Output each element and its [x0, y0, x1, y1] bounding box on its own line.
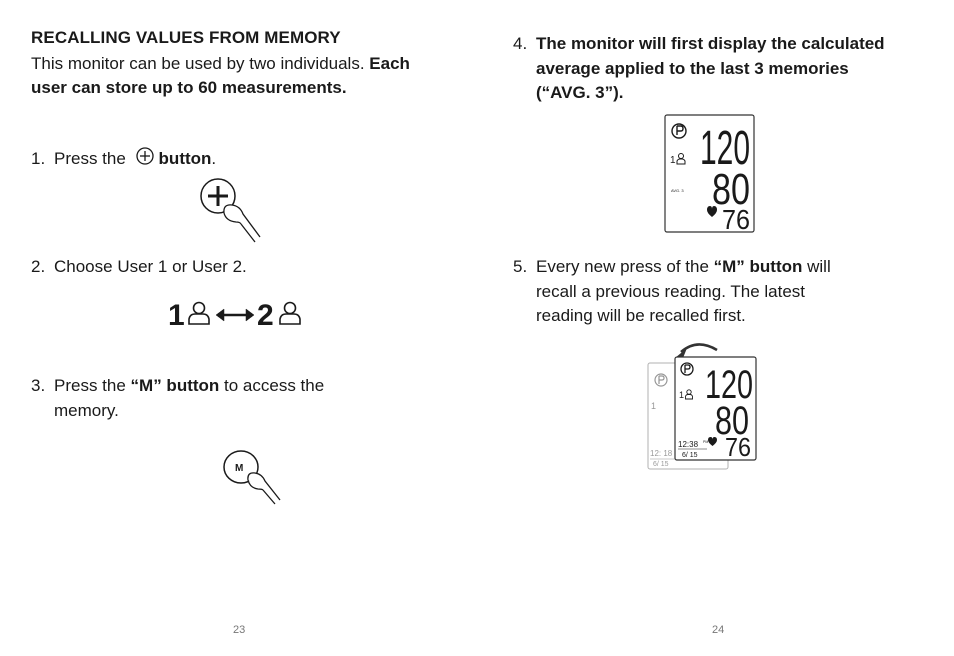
user-1-number: 1	[168, 299, 185, 332]
finger-icon	[247, 472, 281, 505]
diastolic-value: 80	[712, 165, 750, 214]
step-number: 1.	[31, 149, 46, 168]
step-2: 2. Choose User 1 or User 2.	[31, 255, 247, 280]
back-time: 12: 18	[650, 449, 673, 458]
intro-text: This monitor can be used by two individu…	[31, 54, 370, 73]
page-number: 24	[712, 624, 725, 636]
step-1-text: Press the	[54, 149, 131, 168]
section-heading: RECALLING VALUES FROM MEMORY	[31, 28, 341, 47]
step-3-text: Press the	[54, 376, 131, 395]
user-icon	[676, 153, 686, 165]
curved-arrow-icon	[680, 343, 718, 353]
heart-icon	[707, 206, 717, 217]
systolic-value: 120	[700, 122, 750, 175]
step-number: 5.	[513, 257, 528, 276]
step-5-line-2: recall a previous reading. The latest	[536, 281, 806, 301]
double-arrow-icon	[215, 308, 255, 322]
step-1-button-label: button	[158, 149, 212, 168]
user-2-icon	[279, 301, 301, 325]
front-diastolic-value: 80	[715, 399, 749, 443]
user-number: 1	[670, 155, 676, 166]
step-3-m-button: “M” button	[130, 376, 220, 395]
back-user-number: 1	[651, 401, 656, 411]
step-5-text: Every new press of the	[536, 257, 714, 276]
avg-label: AVG. 3	[671, 188, 684, 193]
page-number: 23	[233, 624, 246, 636]
step-5-text-cont: will	[802, 257, 831, 276]
lcd-display-history-stack: 1 12: 18 PM 6/ 15 1 120 80 12:38 PM 6/	[647, 343, 757, 470]
m-button-press-illustration: M	[223, 450, 281, 505]
right-page: 4. The monitor will first display the cal…	[477, 0, 954, 656]
step-4-line-1: The monitor will first display the calcu…	[536, 34, 885, 53]
step-3-line-2: memory.	[54, 400, 119, 420]
step-number: 3.	[31, 376, 46, 395]
back-date: 6/ 15	[653, 461, 669, 468]
lcd-display-average: 1 AVG. 3 120 80 76	[664, 114, 755, 234]
step-4-line-2: average applied to the last 3 memories	[536, 58, 849, 78]
intro-paragraph: This monitor can be used by two individu…	[31, 52, 411, 100]
front-time: 12:38	[678, 440, 699, 449]
front-ampm: PM	[703, 440, 708, 444]
user-switch-illustration: 1 2	[168, 299, 301, 332]
lcd-display-front: 1 120 80 12:38 PM 6/ 15 76	[674, 356, 757, 462]
front-date: 6/ 15	[682, 452, 698, 459]
front-user-number: 1	[679, 390, 684, 400]
step-5-line-3: reading will be recalled first.	[536, 306, 746, 325]
front-systolic-value: 120	[705, 363, 753, 407]
step-5-m-button: “M” button	[713, 257, 803, 276]
front-pulse-value: 76	[725, 432, 751, 462]
plus-button-press-illustration	[200, 178, 261, 243]
step-3-text-cont: to access the	[219, 376, 325, 395]
step-4-line-3: (“AVG. 3”).	[536, 83, 624, 102]
left-page: RECALLING VALUES FROM MEMORY This monito…	[31, 28, 411, 636]
m-button-label: M	[235, 463, 243, 474]
step-number: 4.	[513, 34, 528, 53]
finger-icon	[223, 204, 261, 243]
plus-circle-icon	[135, 147, 154, 165]
heart-icon	[708, 437, 717, 446]
step-3: 3. Press the “M” button to access the mem…	[31, 374, 324, 423]
intro-bold-text: Each user can store up to 60 measurement…	[31, 54, 410, 97]
pulse-value: 76	[722, 204, 750, 234]
user-2-number: 2	[257, 299, 274, 332]
user-icon	[685, 389, 693, 400]
step-number: 2.	[31, 257, 46, 276]
p-icon	[671, 123, 687, 139]
step-4: 4. The monitor will first display the cal…	[513, 32, 885, 106]
step-1: 1. Press the button.	[31, 146, 216, 172]
user-1-icon	[188, 301, 210, 325]
step-5: 5. Every new press of the “M” button will…	[513, 255, 831, 329]
step-2-text: Choose User 1 or User 2.	[54, 257, 247, 276]
step-1-period: .	[211, 149, 217, 168]
